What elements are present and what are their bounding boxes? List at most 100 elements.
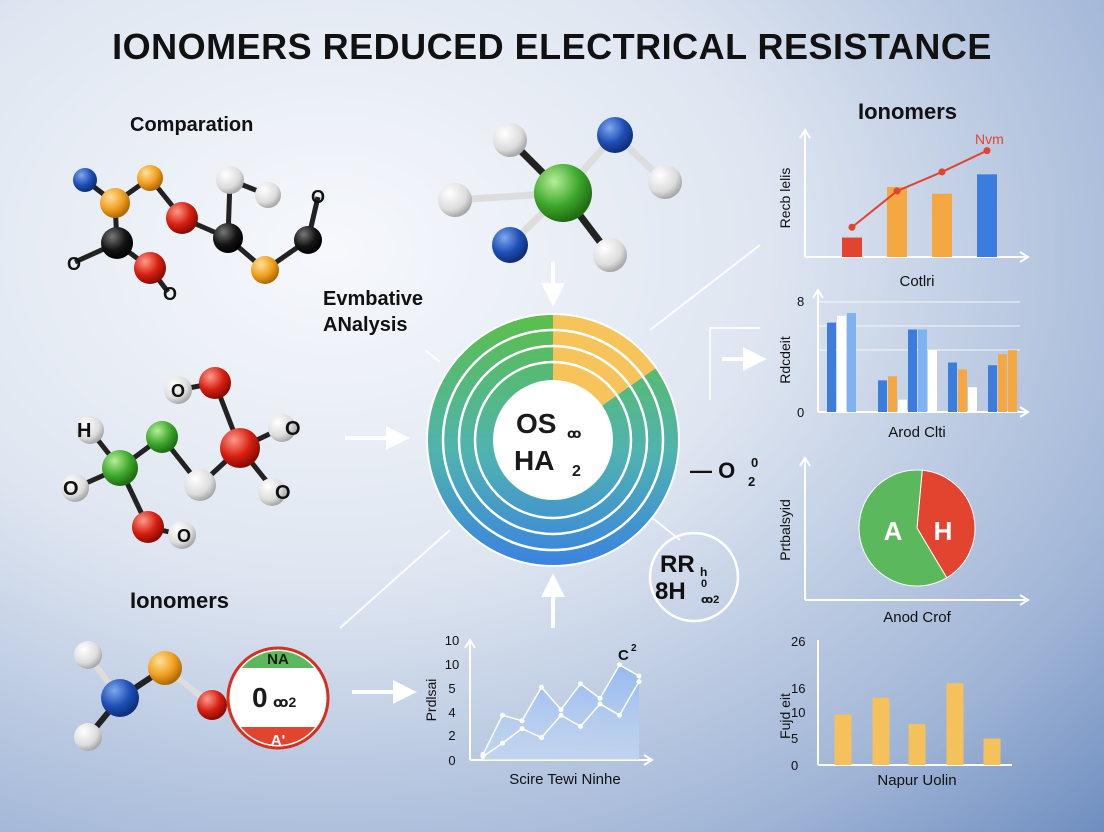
chart2-bar xyxy=(898,399,907,412)
chart5-annotation-sup: 2 xyxy=(631,643,637,654)
atom-red xyxy=(134,252,166,284)
chart5-point xyxy=(597,695,603,701)
chart1-bar xyxy=(977,174,997,257)
x-axis-arrow xyxy=(1019,251,1030,263)
chart5-point xyxy=(578,723,583,729)
connector-lines xyxy=(339,244,761,629)
small-circle-line2: 8H xyxy=(655,578,686,605)
connector-analysis xyxy=(424,349,441,363)
atom-red xyxy=(166,202,198,234)
chart4-ylabel: Fujd eit xyxy=(777,693,793,739)
atom-label-o: O xyxy=(275,482,291,504)
chart4-ytick: 26 xyxy=(791,634,805,649)
atom-label-o: O xyxy=(311,187,325,207)
ionomer-badge xyxy=(226,646,330,750)
chart1-line-point xyxy=(893,187,901,195)
chart1-line-point xyxy=(848,223,856,231)
chart4-xlabel: Napur Uolin xyxy=(877,772,956,789)
chart2-xlabel: Arod Clti xyxy=(888,424,946,441)
chart5-ytick: 10 xyxy=(445,633,459,648)
badge-mid-sub: ꝏ2 xyxy=(273,694,296,710)
y-axis-arrow xyxy=(799,128,811,139)
atom-white xyxy=(255,182,281,208)
chart2-bar xyxy=(968,387,977,412)
chart2-ytick: 0 xyxy=(797,405,804,420)
atom-orange xyxy=(137,165,163,191)
chart4-bar xyxy=(946,683,964,765)
ring-text-line2: HA xyxy=(514,445,554,476)
chart2-bar xyxy=(958,369,967,412)
chart5-point xyxy=(617,712,622,718)
x-axis-arrow xyxy=(1019,406,1030,418)
analysis-label-line1: Evmbative xyxy=(323,288,424,310)
badge-bottom-text: A' xyxy=(271,732,285,749)
small-circle-line1: RR xyxy=(660,551,695,578)
chart5-point xyxy=(519,718,525,724)
analysis-label-line2: ANalysis xyxy=(323,314,408,336)
chart5-annotation: C xyxy=(618,647,629,664)
chart5-point xyxy=(539,735,544,741)
ring-text-line2-sub: 2 xyxy=(572,463,581,480)
chart2-bar xyxy=(827,322,836,412)
atom-label-o: O xyxy=(171,381,185,401)
chart2-bar xyxy=(948,362,957,412)
chart5-point xyxy=(558,712,564,718)
chart4-bar xyxy=(908,724,926,765)
y-axis-arrow xyxy=(812,288,824,299)
small-circle-line2-sub: ꝏ2 xyxy=(701,594,719,606)
chart4-ytick: 10 xyxy=(791,705,805,720)
o2-sub: 2 xyxy=(748,474,755,489)
chart5-point xyxy=(636,679,642,685)
chart3-ylabel: Prtbalsyid xyxy=(777,499,793,560)
chart4-bar xyxy=(834,714,852,765)
chart1-line-point xyxy=(938,168,946,176)
chart2-bar xyxy=(988,365,997,412)
x-axis-arrow xyxy=(1019,594,1030,606)
chart5-ytick: 0 xyxy=(448,753,455,768)
ring-text-line1-sub: ꝏ xyxy=(567,426,581,441)
chart2-bar xyxy=(888,376,897,412)
chart2-bar xyxy=(998,354,1007,412)
connector-chart1 xyxy=(649,244,761,331)
atom-label-o: O xyxy=(163,284,177,304)
chart1-xlabel: Cotlri xyxy=(899,273,934,290)
chart5-point xyxy=(617,662,622,668)
chart3-slice-label: H xyxy=(934,516,953,546)
atom-label-o: O xyxy=(67,254,81,274)
molecule-bottom-left xyxy=(74,641,227,751)
atom-label-o: O xyxy=(177,526,191,546)
chart5-point xyxy=(578,681,583,687)
atom-label-h: H xyxy=(77,420,91,442)
center-ring-chart xyxy=(426,313,680,567)
chart5-ytick: 2 xyxy=(448,728,455,743)
chart5-point xyxy=(597,701,603,707)
chart1-ylabel: Recb lelis xyxy=(777,168,793,229)
badge-top-text: NA xyxy=(267,651,289,668)
chart2-bar xyxy=(918,329,927,412)
chart3-slice xyxy=(916,469,976,579)
chart3-slice xyxy=(858,469,948,587)
chart4-bar xyxy=(872,697,890,765)
atom-black xyxy=(294,226,322,254)
chart5-ytick: 5 xyxy=(448,681,455,696)
chart2-bar xyxy=(1008,350,1017,412)
chart5-ytick: 10 xyxy=(445,657,459,672)
x-axis-arrow xyxy=(643,754,654,766)
chart5-point xyxy=(500,740,505,746)
chart2-bar xyxy=(837,315,846,412)
o2-text: — O xyxy=(690,458,735,483)
molecule-middle-left xyxy=(61,367,296,549)
chart1-annotation: Nvm xyxy=(975,131,1004,147)
chart4-ytick: 16 xyxy=(791,681,805,696)
atom-label-o: O xyxy=(63,478,79,500)
chart1-line-point xyxy=(983,147,991,155)
chart5-point xyxy=(500,712,505,718)
small-circle-line2-sup: 0 xyxy=(701,578,707,590)
chart5-ytick: 4 xyxy=(448,705,455,720)
chart5-ylabel: Prdlsai xyxy=(423,679,439,722)
chart5-point xyxy=(558,707,564,713)
